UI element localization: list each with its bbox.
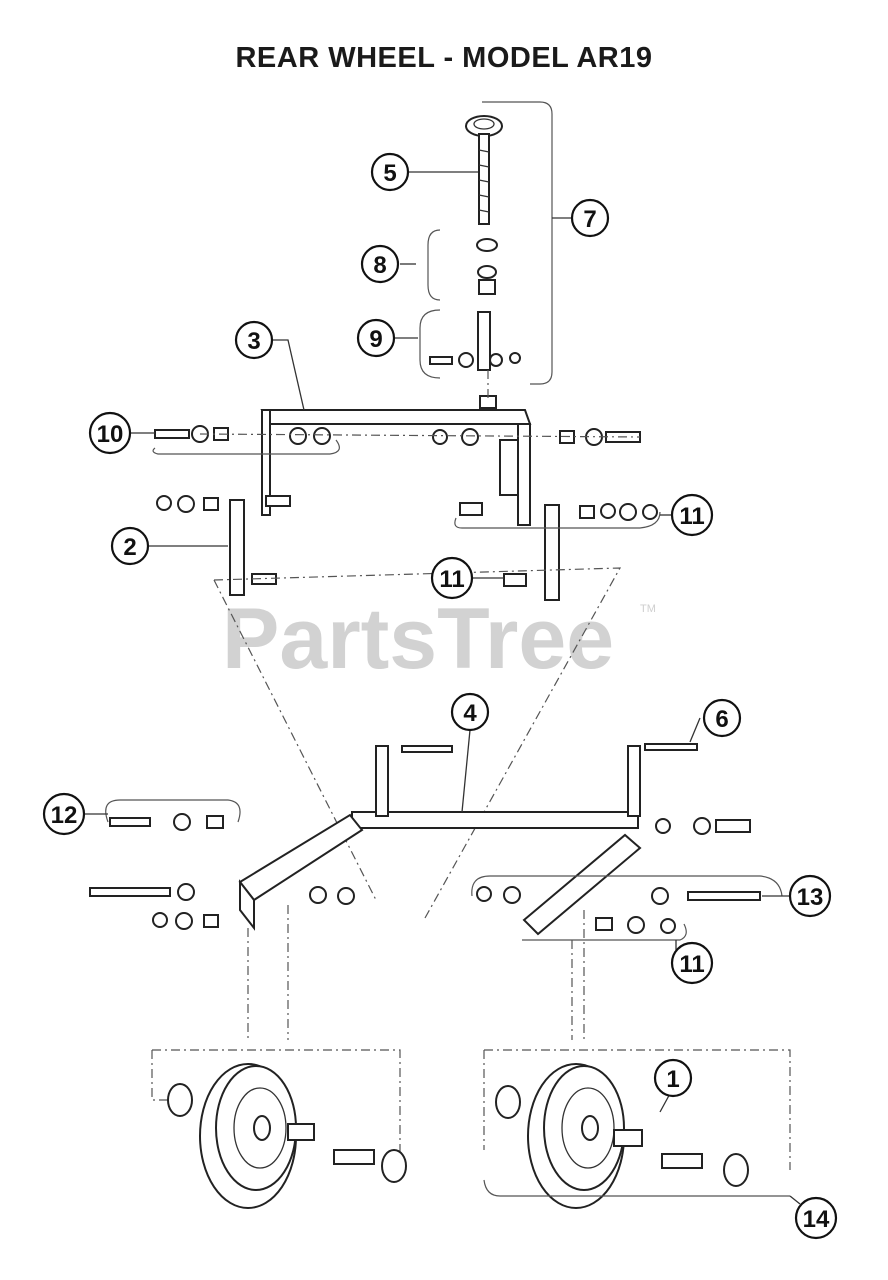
- watermark-tm: TM: [640, 603, 656, 615]
- right-vertical-bracket: [459, 502, 658, 601]
- callout-11-upper: 11: [670, 493, 714, 537]
- upper-cross-bar: [260, 409, 532, 526]
- svg-text:11: 11: [679, 503, 704, 530]
- callout-3: 3: [234, 320, 274, 360]
- bracket-12: [105, 799, 241, 823]
- callout-12: 12: [42, 792, 86, 836]
- callout-9: 9: [356, 318, 396, 358]
- svg-text:2: 2: [123, 534, 136, 561]
- bracket-10: [152, 439, 340, 455]
- callout-8: 8: [360, 244, 400, 284]
- svg-text:14: 14: [803, 1206, 830, 1233]
- bracket-13: [471, 875, 783, 897]
- callout-11-middle: 11: [430, 556, 474, 600]
- svg-text:10: 10: [97, 421, 124, 448]
- callout-7: 7: [570, 198, 610, 238]
- diagram-title: REAR WHEEL - MODEL AR19: [235, 42, 653, 74]
- svg-text:12: 12: [51, 802, 78, 829]
- bracket-7: [482, 101, 553, 385]
- svg-text:6: 6: [715, 706, 728, 733]
- callout-5: 5: [370, 152, 410, 192]
- left-wheel-bracket: [89, 813, 364, 931]
- watermark-text: PartsTree: [222, 591, 614, 687]
- svg-text:9: 9: [369, 326, 382, 353]
- locking-pin-assembly: [429, 311, 521, 409]
- bracket-11-upper: [454, 511, 661, 529]
- washer-and-spring: [476, 238, 498, 295]
- svg-text:1: 1: [666, 1066, 679, 1093]
- svg-text:4: 4: [463, 700, 477, 727]
- leader-lines: [84, 171, 801, 1205]
- right-wheel: [495, 1063, 749, 1209]
- callout-1: 1: [653, 1058, 693, 1098]
- bracket-11-lower: [522, 923, 687, 941]
- svg-text:5: 5: [383, 160, 396, 187]
- callout-6: 6: [702, 698, 742, 738]
- left-wheel: [167, 1063, 407, 1209]
- bracket-14: [483, 1179, 790, 1197]
- rear-axle: [351, 743, 698, 829]
- svg-text:13: 13: [797, 884, 824, 911]
- callout-10: 10: [88, 411, 132, 455]
- svg-text:3: 3: [247, 328, 260, 355]
- bracket-8: [427, 229, 441, 301]
- right-bolt-row: [432, 428, 641, 446]
- adjustment-knob-screw: [465, 115, 503, 225]
- callout-14: 14: [794, 1196, 838, 1240]
- callout-11-lower: 11: [670, 941, 714, 985]
- svg-text:8: 8: [373, 252, 386, 279]
- callout-2: 2: [110, 526, 150, 566]
- svg-text:7: 7: [583, 206, 596, 233]
- svg-text:11: 11: [439, 566, 464, 593]
- callout-13: 13: [788, 874, 832, 918]
- callout-4: 4: [450, 692, 490, 732]
- left-vertical-bracket: [156, 495, 291, 596]
- svg-text:11: 11: [679, 951, 704, 978]
- right-wheel-bracket: [476, 817, 761, 936]
- bracket-9: [419, 309, 441, 379]
